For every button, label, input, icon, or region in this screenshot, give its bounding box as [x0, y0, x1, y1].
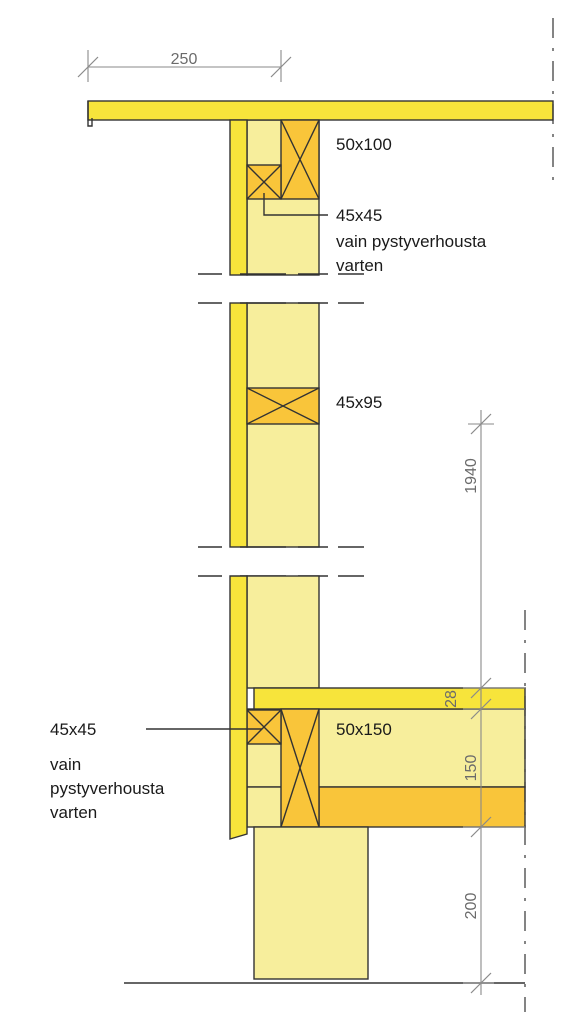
- wall-insulation-mid: [246, 302, 320, 548]
- dim-150-text: 150: [463, 755, 480, 782]
- dim-1940-text: 1940: [463, 458, 480, 494]
- stud-50x100-cross: [280, 119, 320, 200]
- dim-250: 250: [77, 50, 292, 82]
- dim-200-text: 200: [463, 893, 480, 920]
- dim-vertical-chain: 1940 28 150 200: [443, 410, 525, 995]
- leader-top-batten: [263, 193, 328, 216]
- wall-insulation-bottom: [246, 575, 320, 689]
- label-stud-50x100: 50x100: [336, 135, 392, 154]
- cladding-top: [229, 119, 248, 276]
- right-reference-lines: [524, 18, 554, 1012]
- label-batten-bottom-note-1: vain: [50, 755, 81, 774]
- floor-foundation-section: [124, 575, 526, 984]
- cladding-mid: [229, 302, 248, 548]
- labels: 50x100 45x45 vain pystyverhousta varten …: [50, 135, 487, 822]
- foundation-block: [253, 826, 369, 980]
- label-batten-bottom-size: 45x45: [50, 720, 96, 739]
- label-joist-50x150: 50x150: [336, 720, 392, 739]
- label-batten-top-note-1: vain pystyverhousta: [336, 232, 487, 251]
- dim-28-text: 28: [443, 690, 460, 708]
- floor-joist: [318, 786, 526, 828]
- label-batten-top-note-2: varten: [336, 256, 383, 275]
- label-batten-bottom-note-3: varten: [50, 803, 97, 822]
- cladding-bottom: [229, 575, 248, 840]
- rim-joist-cross: [280, 708, 320, 828]
- label-batten-bottom-note-2: pystyverhousta: [50, 779, 165, 798]
- label-batten-top-size: 45x45: [336, 206, 382, 225]
- stud-45x95-cross: [246, 387, 320, 425]
- wall-mid-section: [229, 302, 320, 548]
- label-stud-45x95: 45x95: [336, 393, 382, 412]
- roof-board-drip-edge: [87, 101, 93, 127]
- batten-45x45-bottom-cross: [246, 709, 282, 745]
- dim-250-text: 250: [171, 51, 198, 68]
- batten-45x45-top-cross: [246, 164, 282, 200]
- roof-eave-section: [87, 100, 554, 276]
- roof-board: [87, 100, 554, 121]
